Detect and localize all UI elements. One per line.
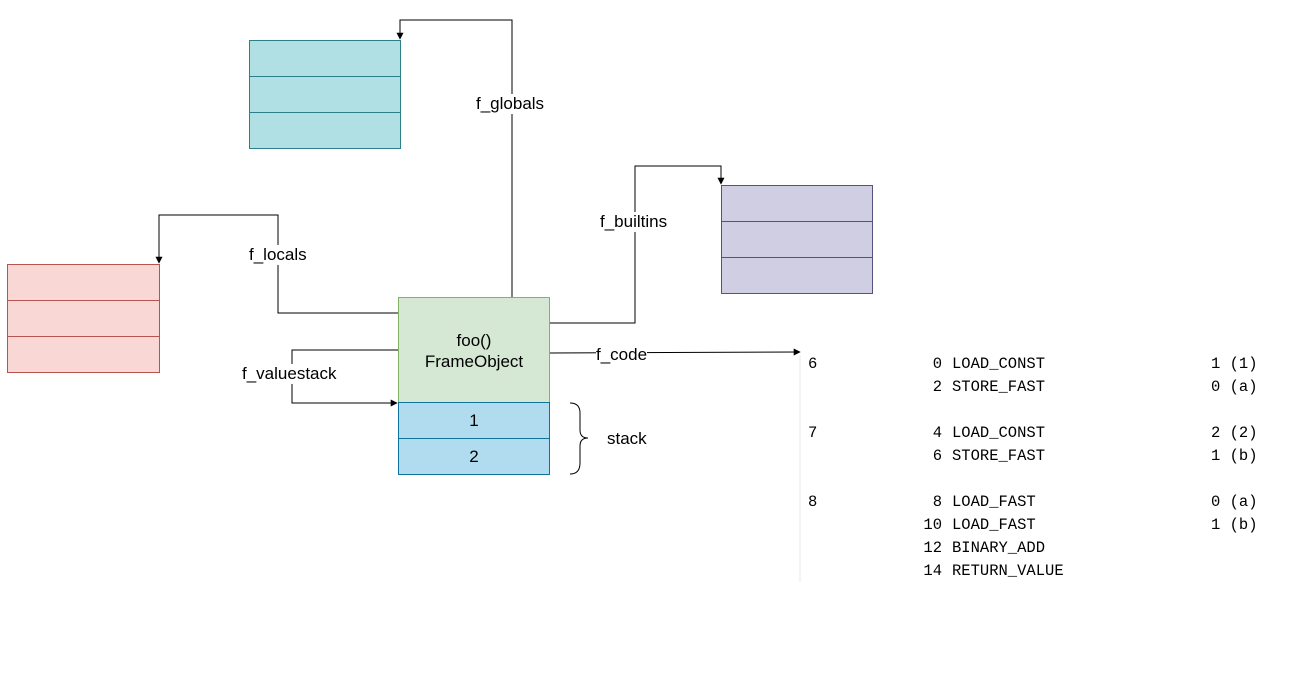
bytecode-arg: 1 (b) — [1211, 447, 1258, 465]
bytecode-opname: STORE_FAST — [952, 378, 1046, 396]
bytecode-opname: LOAD_CONST — [952, 355, 1046, 373]
bytecode-opname: LOAD_CONST — [952, 424, 1046, 442]
globals-row — [250, 77, 400, 113]
locals-row — [8, 337, 159, 372]
bytecode-arg: 0 (a) — [1211, 378, 1258, 396]
f-code-label: f_code — [596, 345, 648, 365]
builtins-row — [722, 186, 872, 222]
bytecode-arg: 1 (b) — [1211, 516, 1258, 534]
frame-object-box: foo() FrameObject — [398, 297, 550, 403]
bytecode-opname: STORE_FAST — [952, 447, 1046, 465]
locals-row — [8, 301, 159, 337]
source-line-number: 7 — [808, 424, 818, 442]
stack-label: stack — [607, 429, 647, 449]
bytecode-opname: LOAD_FAST — [952, 516, 1036, 534]
bytecode-offset: 2 — [932, 378, 942, 396]
frame-function-name: foo() — [456, 331, 492, 350]
f-globals-connector — [396, 19, 513, 297]
source-line-number: 6 — [808, 355, 818, 373]
f-locals-connector — [155, 214, 398, 314]
f-globals-label: f_globals — [476, 94, 545, 114]
bytecode-arg: 0 (a) — [1211, 493, 1258, 511]
globals-row — [250, 113, 400, 148]
bytecode-opname: RETURN_VALUE — [952, 562, 1064, 580]
f-locals-label: f_locals — [249, 245, 307, 265]
f-code-connector — [549, 348, 801, 356]
bytecode-arg: 1 (1) — [1211, 355, 1258, 373]
bytecode-arg: 2 (2) — [1211, 424, 1258, 442]
globals-dict-box — [249, 40, 401, 149]
bytecode-offset: 0 — [932, 355, 942, 373]
stack-value: 1 — [469, 411, 479, 430]
bytecode-offset: 10 — [923, 516, 942, 534]
bytecode-offset: 12 — [923, 539, 942, 557]
f-valuestack-label: f_valuestack — [242, 364, 337, 384]
stack-slot: 1 — [399, 403, 549, 439]
f-builtins-label: f_builtins — [600, 212, 668, 232]
bytecode-offset: 6 — [932, 447, 942, 465]
stack-slot: 2 — [399, 439, 549, 474]
bytecode-opname: BINARY_ADD — [952, 539, 1046, 557]
builtins-dict-box — [721, 185, 873, 294]
bytecode-opname: LOAD_FAST — [952, 493, 1036, 511]
builtins-row — [722, 258, 872, 293]
builtins-row — [722, 222, 872, 258]
bytecode-offset: 4 — [932, 424, 942, 442]
globals-row — [250, 41, 400, 77]
locals-dict-box — [7, 264, 160, 373]
frame-type-label: FrameObject — [424, 352, 524, 371]
stack-brace — [569, 402, 589, 475]
locals-row — [8, 265, 159, 301]
value-stack: 1 2 — [398, 402, 550, 475]
f-builtins-connector — [550, 165, 725, 324]
stack-value: 2 — [469, 447, 479, 466]
bytecode-offset: 14 — [923, 562, 942, 580]
source-line-number: 8 — [808, 493, 818, 511]
bytecode-offset: 8 — [932, 493, 942, 511]
